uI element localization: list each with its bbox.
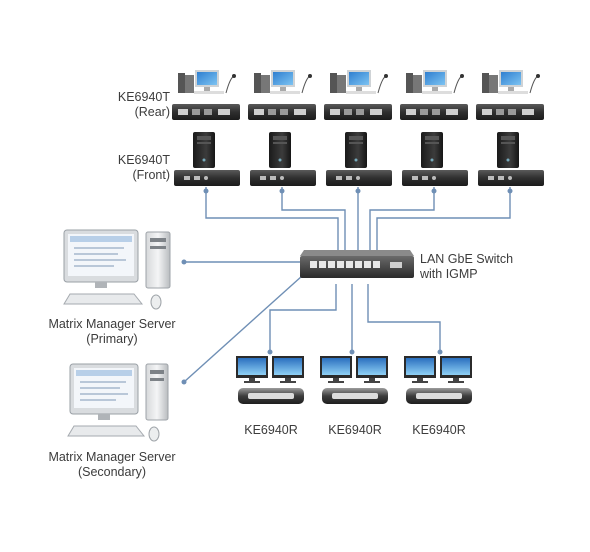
switch-label-line2: with IGMP bbox=[420, 267, 478, 281]
transmitter-rear-units bbox=[172, 104, 544, 120]
transmitter-front-label-line2: (Front) bbox=[132, 168, 171, 182]
primary-server-workstation bbox=[63, 229, 171, 310]
desktop-pc-icon bbox=[178, 70, 236, 94]
receiver-label-2: KE6940R bbox=[328, 423, 382, 437]
receiver-station bbox=[320, 356, 388, 404]
link-tx5 bbox=[376, 187, 511, 250]
ke6940t-front-unit bbox=[478, 170, 544, 186]
server-primary-label-line1: Matrix Manager Server bbox=[48, 317, 176, 331]
ke6940t-front-unit bbox=[402, 170, 468, 186]
transmitter-rear-label-line1: KE6940T bbox=[117, 90, 170, 104]
server-secondary-label-line2: (Secondary) bbox=[77, 465, 147, 479]
link-tx2 bbox=[281, 187, 346, 250]
server-primary-label-line2: (Primary) bbox=[86, 332, 138, 346]
tower-pc-icon bbox=[345, 132, 367, 168]
connection-lines bbox=[183, 187, 511, 383]
ke6940t-rear-unit bbox=[248, 104, 316, 120]
ke6940t-rear-unit bbox=[172, 104, 240, 120]
tower-pc-icon bbox=[497, 132, 519, 168]
ke6940t-rear-unit bbox=[324, 104, 392, 120]
receiver-label-1: KE6940R bbox=[244, 423, 298, 437]
desktop-pc-icon bbox=[254, 70, 312, 94]
switch-label-line1: LAN GbE Switch bbox=[420, 252, 514, 266]
desktop-pc-icon bbox=[406, 70, 464, 94]
receiver-label-3: KE6940R bbox=[412, 423, 466, 437]
ke6940t-rear-unit bbox=[400, 104, 468, 120]
switch-label: LAN GbE Switch with IGMP bbox=[420, 252, 513, 282]
transmitter-front-label: KE6940T (Front) bbox=[100, 153, 170, 183]
receiver-station bbox=[404, 356, 472, 404]
ke6940t-front-unit bbox=[174, 170, 240, 186]
link-tx1 bbox=[205, 187, 339, 250]
secondary-server-workstation bbox=[67, 363, 169, 442]
link-tx4 bbox=[369, 187, 435, 250]
ke6940t-front-unit bbox=[250, 170, 316, 186]
link-secondary bbox=[183, 275, 303, 383]
tower-pc-icon bbox=[193, 132, 215, 168]
server-primary-label: Matrix Manager Server (Primary) bbox=[38, 317, 186, 347]
tower-pc-icon bbox=[269, 132, 291, 168]
server-secondary-label-line1: Matrix Manager Server bbox=[48, 450, 176, 464]
link-rx3 bbox=[367, 284, 441, 352]
transmitter-front-units bbox=[174, 170, 544, 186]
desktop-pc-icon bbox=[330, 70, 388, 94]
desktop-pc-icon bbox=[482, 70, 540, 94]
tower-pc-icon bbox=[421, 132, 443, 168]
transmitter-rear-pcs bbox=[178, 70, 540, 94]
tower-computers bbox=[193, 132, 519, 168]
connector-dots bbox=[181, 188, 513, 385]
receiver-stations bbox=[236, 356, 472, 404]
server-secondary-label: Matrix Manager Server (Secondary) bbox=[38, 450, 186, 480]
link-rx1 bbox=[269, 284, 337, 352]
lan-switch-icon bbox=[300, 250, 414, 278]
ke6940t-front-unit bbox=[326, 170, 392, 186]
transmitter-front-label-line1: KE6940T bbox=[117, 153, 170, 167]
ke6940t-rear-unit bbox=[476, 104, 544, 120]
transmitter-rear-label-line2: (Rear) bbox=[134, 105, 170, 119]
transmitter-rear-label: KE6940T (Rear) bbox=[100, 90, 170, 120]
receiver-station bbox=[236, 356, 304, 404]
